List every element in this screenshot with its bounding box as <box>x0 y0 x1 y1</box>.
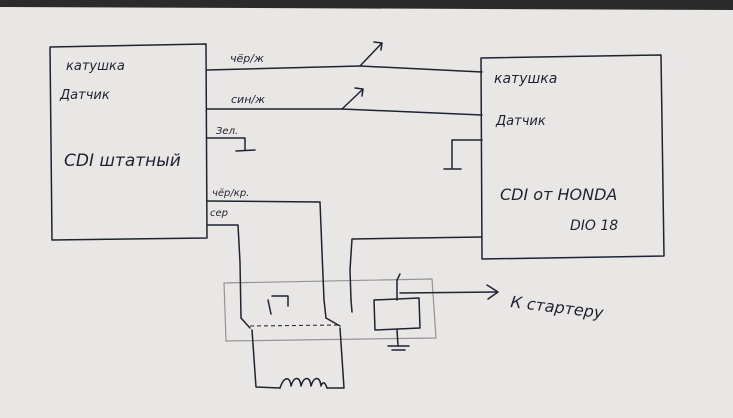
stock-cdi-sensor-label: Датчик <box>59 88 110 103</box>
grey-wire-label: сер <box>210 208 228 219</box>
relay-coil-bottom-wire <box>396 329 399 347</box>
honda-cdi-name-line1: CDI от HONDA <box>500 185 617 204</box>
starter-arrow-icon <box>486 284 499 300</box>
relay-module-outline <box>223 278 437 342</box>
pickup-coil-icon <box>279 377 328 389</box>
stock-cdi-coil-label: катушка <box>66 59 125 74</box>
relay-contact-left <box>267 299 272 315</box>
stock-cdi-box <box>49 43 208 241</box>
relay-coil-icon <box>373 297 421 331</box>
stock-cdi-name-label: CDI штатный <box>64 151 181 171</box>
black-red-wire <box>206 200 327 319</box>
starter-wire <box>399 291 497 294</box>
sensor-switch-icon <box>341 89 363 110</box>
green-ground-icon <box>235 149 256 152</box>
honda-cdi-sensor-label: Датчик <box>495 114 546 129</box>
honda-cdi-coil-label: катушка <box>494 71 557 87</box>
grey-wire <box>206 224 242 319</box>
honda-cdi-name-line2: DIO 18 <box>570 218 618 234</box>
relay-contact-right <box>350 299 353 313</box>
coil-switch-arrow-icon <box>373 41 383 51</box>
black-yellow-wire-label: чёр/ж <box>230 52 264 65</box>
pickup-coil-left-wire <box>251 329 281 389</box>
sensor-switch-arrow-icon <box>354 87 364 97</box>
coil-wire-left <box>206 65 361 71</box>
blue-yellow-wire-label: син/ж <box>231 93 265 106</box>
relay-coil-top-wire <box>396 273 401 301</box>
top-edge-shadow <box>0 0 733 10</box>
coil-switch-icon <box>359 43 382 67</box>
pickup-coil-right-wire <box>326 327 345 389</box>
green-ground-wire <box>206 137 246 151</box>
honda-cdi-ground-wire <box>451 139 483 169</box>
relay-switch-left-icon <box>240 317 251 329</box>
honda-cdi-box <box>480 54 665 260</box>
relay-mechanical-link <box>249 324 341 327</box>
green-wire-label: Зел. <box>216 126 238 137</box>
relay-ground-icon <box>271 295 289 307</box>
honda-cdi-output-wire <box>349 236 483 301</box>
to-starter-label: К стартеру <box>510 292 605 322</box>
coil-wire-right <box>359 65 483 73</box>
black-red-wire-label: чёр/кр. <box>212 188 249 199</box>
sensor-wire-right <box>341 108 483 116</box>
